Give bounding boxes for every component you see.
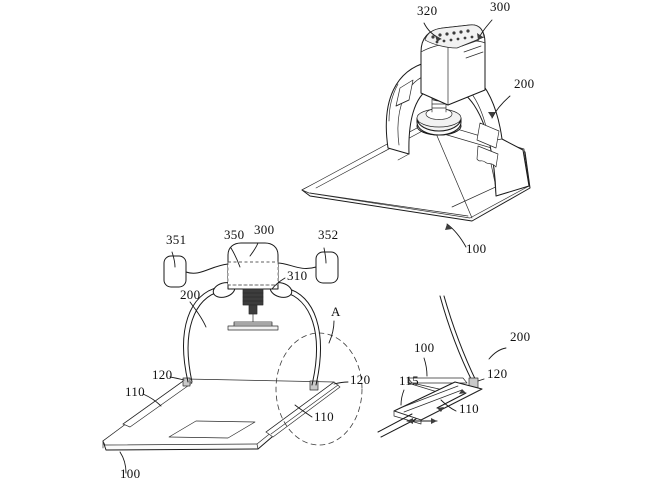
ref-numeral-320-head-buttons: 320 — [417, 3, 437, 18]
ref-numeral-110-wing-right: 110 — [314, 409, 334, 424]
perspective-base-tray — [301, 120, 531, 222]
ref-numeral-120-detail-hinge: 120 — [487, 366, 507, 381]
ref-numeral-100-front-base-tray: 100 — [120, 466, 140, 481]
ref-numeral-300-module: 300 — [254, 222, 274, 237]
ref-numeral-351-left-pod: 351 — [166, 232, 186, 247]
figure-front-view — [102, 242, 363, 474]
front-arch — [183, 282, 321, 386]
ref-numeral-100-base-tray: 100 — [466, 241, 486, 256]
ref-numeral-110-wing-left: 110 — [125, 384, 145, 399]
front-right-wing — [265, 380, 341, 438]
ref-numeral-100-detail-base: 100 — [414, 340, 434, 355]
ref-numeral-200-arch: 200 — [180, 287, 200, 302]
ref-numeral-120-hinge-right: 120 — [350, 372, 370, 387]
ref-numeral-110-detail-wing: 110 — [459, 401, 479, 416]
front-left-pod — [163, 255, 187, 288]
ref-numeral-120-hinge-left: 120 — [152, 367, 172, 382]
front-center-module — [227, 242, 279, 331]
figure-perspective-view — [301, 19, 531, 248]
ref-numeral-a-detail-callout: A — [331, 304, 341, 319]
detail-direction-arrows — [406, 389, 467, 424]
detail-callout-circle-a — [275, 332, 363, 446]
ref-numeral-310-module-joint: 310 — [287, 268, 307, 283]
ref-numeral-200-arch-support: 200 — [514, 76, 534, 91]
ref-numeral-115-detail-edge: 115 — [399, 373, 419, 388]
perspective-head-unit — [420, 24, 486, 106]
ref-numeral-300-head-unit: 300 — [490, 0, 510, 14]
detail-sliding-wing — [393, 381, 483, 425]
ref-numeral-350-module-inner: 350 — [224, 227, 244, 242]
ref-numeral-200-detail-arch: 200 — [510, 329, 530, 344]
ref-numeral-352-right-pod: 352 — [318, 227, 338, 242]
figure-detail-view-a — [377, 295, 507, 438]
